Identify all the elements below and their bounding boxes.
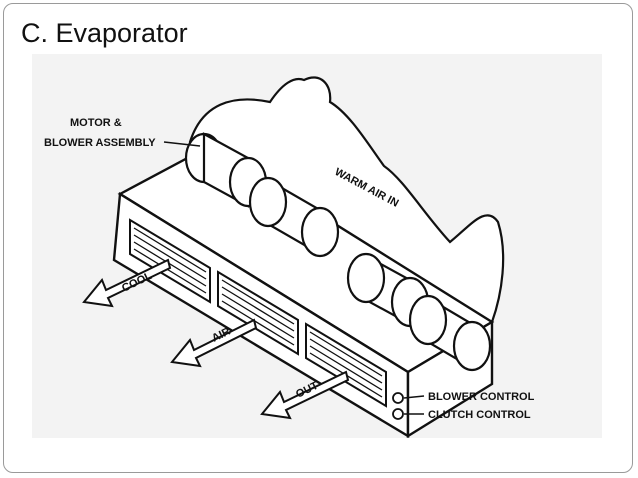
motor-label-line1: MOTOR &: [70, 117, 122, 129]
clutch-control-label: CLUTCH CONTROL: [428, 409, 531, 421]
blower-control-knob: [392, 392, 404, 404]
vent-louvers: [133, 227, 383, 398]
out-arrow: [260, 370, 350, 420]
cool-arrow: [82, 258, 172, 308]
clutch-control-knob: [392, 408, 404, 420]
blower-control-leader: [403, 395, 425, 399]
air-arrow: [170, 318, 258, 368]
blower-assembly: [184, 132, 492, 372]
slide-title: C. Evaporator: [21, 18, 188, 48]
evaporator-figure: MOTOR & BLOWER ASSEMBLY WARM AIR IN COOL…: [32, 54, 602, 439]
blower-control-label: BLOWER CONTROL: [428, 391, 535, 403]
motor-leader: [163, 141, 201, 147]
evaporator-diagram: MOTOR & BLOWER ASSEMBLY WARM AIR IN COOL…: [44, 76, 535, 439]
airflow-arrows: [82, 258, 350, 420]
vent-outlets: [129, 218, 387, 408]
motor-label-line2: BLOWER ASSEMBLY: [44, 137, 156, 149]
